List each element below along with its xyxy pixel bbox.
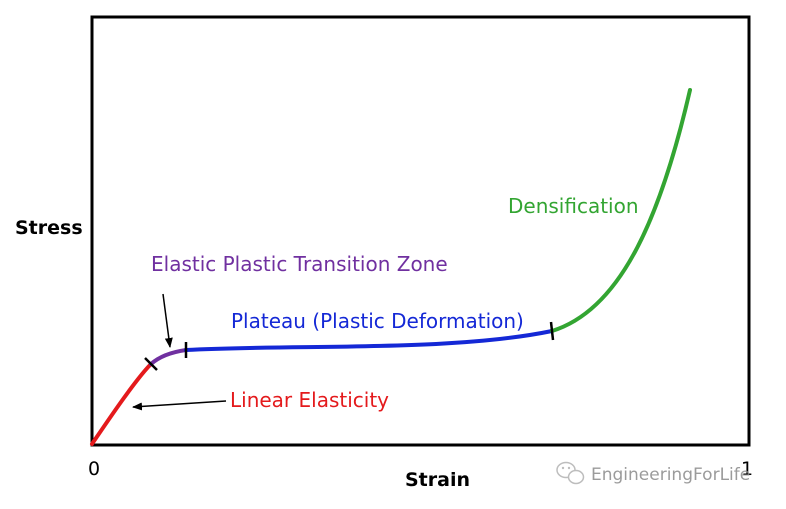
densification-label: Densification: [508, 194, 639, 218]
densification-curve: [550, 88, 692, 333]
x-tick-label-1: 1: [741, 458, 753, 480]
plateau-label: Plateau (Plastic Deformation): [231, 309, 524, 333]
boundary-tick-linear-transition: [144, 357, 158, 371]
watermark-text: EngineeringForLife: [591, 465, 750, 485]
plateau-curve: [184, 329, 554, 352]
boundary-tick-plateau-densification: [549, 321, 555, 341]
linear-elasticity-label: Linear Elasticity: [230, 388, 389, 412]
x-tick-label-0: 0: [88, 458, 100, 480]
transition-zone-curve: [149, 348, 188, 366]
transition-zone-arrow: [162, 293, 173, 348]
y-axis-label: Stress: [15, 217, 83, 239]
wechat-icon: [556, 461, 585, 485]
transition-zone-label: Elastic Plastic Transition Zone: [151, 252, 448, 276]
linear-elasticity-curve: [90, 362, 153, 446]
x-axis-label: Strain: [405, 469, 470, 491]
linear-elasticity-arrow: [132, 400, 227, 411]
plot-frame: [90, 15, 751, 447]
